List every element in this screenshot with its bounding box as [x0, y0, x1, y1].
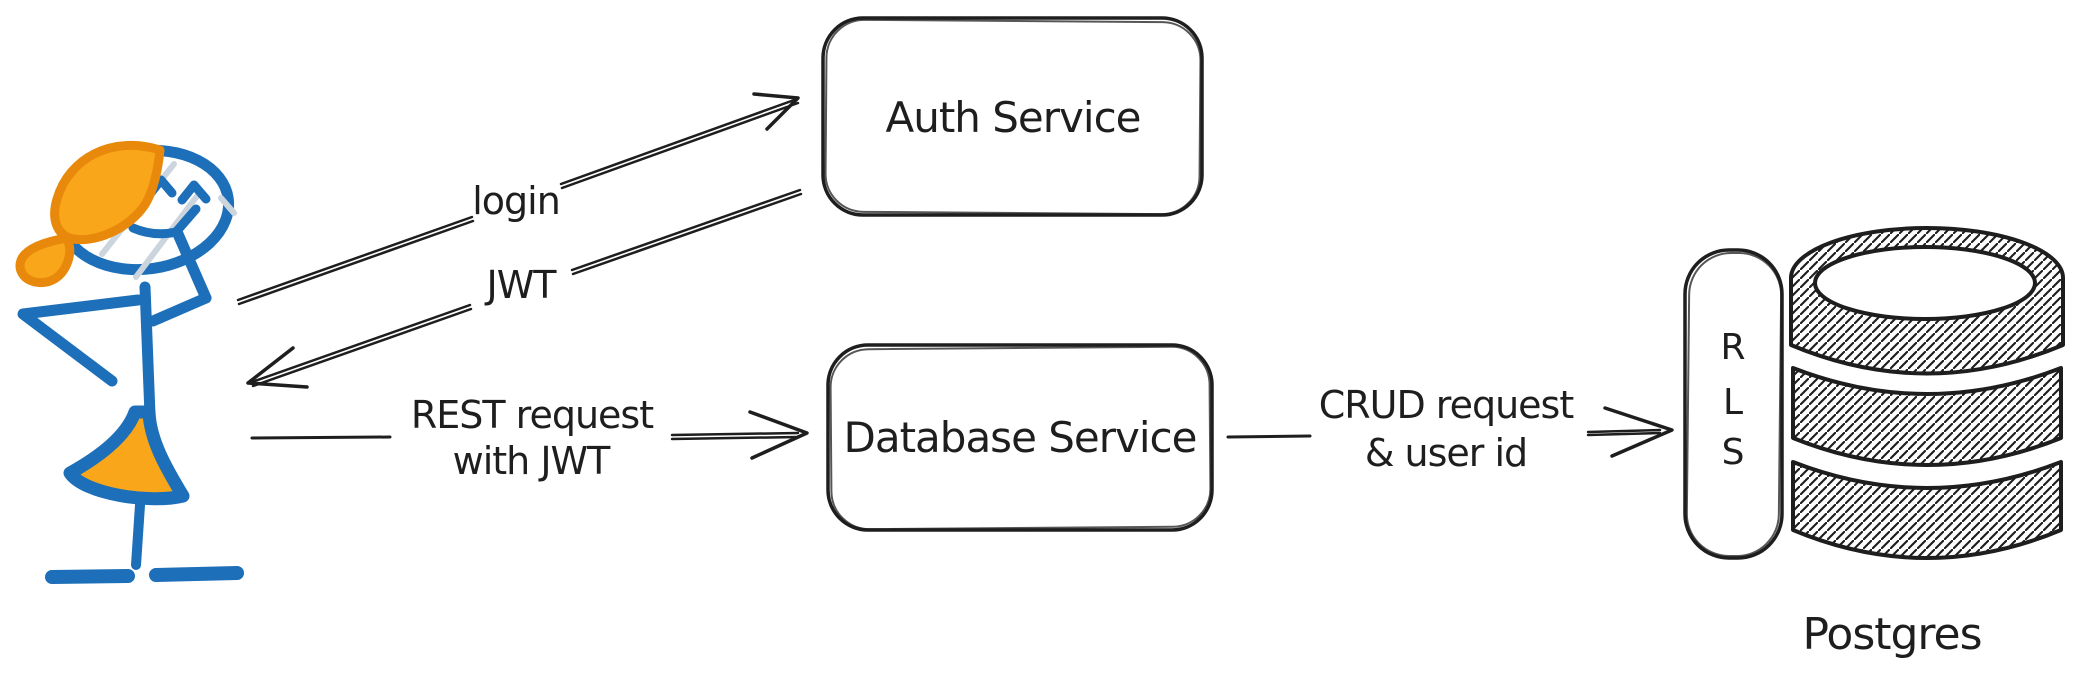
crud-arrow-label-line1: CRUD request [1319, 383, 1574, 427]
crud-arrow-label-line2: & user id [1365, 431, 1527, 475]
user-foot-right [149, 566, 244, 582]
rest-arrow-label-line2: with JWT [453, 439, 611, 483]
postgres-database-icon: Postgres [1789, 226, 2065, 660]
user-hand-finger [171, 204, 201, 237]
rls-letter-r: R [1720, 327, 1745, 368]
user-foot-left [45, 569, 135, 584]
jwt-arrow-label: JWT [485, 263, 558, 307]
login-arrow-label: login [472, 179, 560, 223]
user-upper-arm [147, 292, 212, 327]
cylinder-bottom-band [1791, 460, 2063, 560]
user-eye-right [177, 180, 211, 205]
jwt-arrowhead [246, 346, 309, 389]
user-hair [50, 141, 165, 244]
cylinder-middle-band [1791, 366, 2063, 467]
login-arrow: login [236, 92, 800, 306]
face-sketch-line [218, 195, 237, 216]
jwt-arrow: JWT [246, 188, 803, 389]
user-arm-on-hip [17, 294, 144, 387]
user-body [139, 281, 156, 421]
rls-letter-l: L [1723, 382, 1743, 423]
rls-node: R L S [1683, 248, 1784, 560]
crud-arrowhead [1603, 406, 1674, 458]
user-leg [131, 500, 145, 570]
database-service-node: Database Service [826, 343, 1214, 532]
rest-arrow-label-line1: REST request [411, 393, 653, 437]
login-arrowhead [752, 92, 800, 131]
cylinder-top-opening [1813, 245, 2037, 321]
postgres-label: Postgres [1802, 609, 1981, 660]
rest-arrow: REST request with JWT [250, 393, 809, 483]
user-smile [128, 223, 181, 239]
rest-arrowhead [748, 410, 809, 460]
user-actor [15, 141, 244, 584]
database-service-label: Database Service [844, 413, 1197, 462]
auth-service-label: Auth Service [885, 93, 1140, 142]
user-dress [63, 405, 190, 506]
user-hair-tail [15, 233, 75, 288]
auth-service-node: Auth Service [821, 16, 1204, 217]
rls-letter-s: S [1722, 432, 1745, 473]
user-forearm [172, 228, 212, 304]
crud-arrow: CRUD request & user id [1226, 383, 1674, 475]
